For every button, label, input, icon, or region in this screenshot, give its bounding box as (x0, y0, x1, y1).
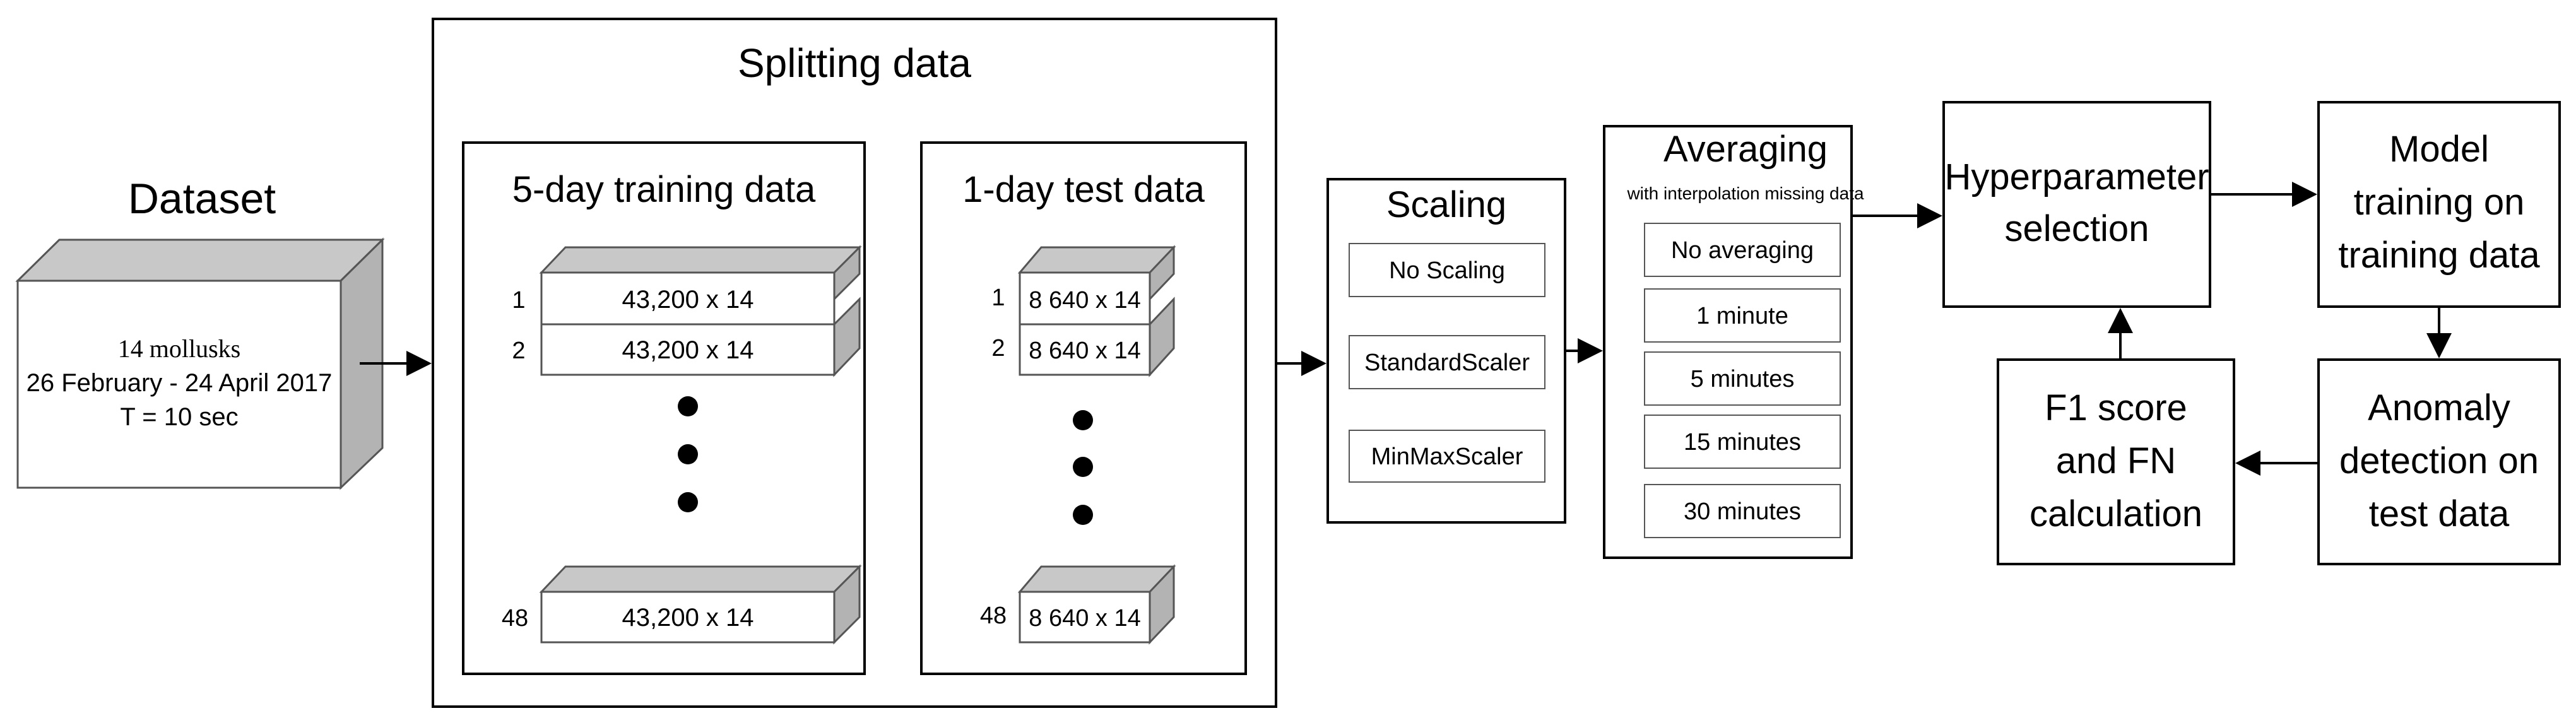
hyperparameter-line-2: selection (2005, 208, 2149, 249)
training-block-48-top (539, 565, 862, 593)
test-block-2-label: 8 640 x 14 (1029, 338, 1140, 364)
scaling-option-box-2 (1349, 335, 1545, 389)
hyperparameter-line-1: Hyperparameter (1944, 156, 2209, 197)
test-index-2: 2 (991, 335, 1005, 362)
test-data-panel: 1-day test data 8 640 x 14 1 8 640 x 14 … (920, 141, 1247, 675)
anomaly-line-1: Anomaly (2368, 387, 2510, 428)
averaging-option-box-4 (1644, 415, 1841, 469)
averaging-option-box-5 (1644, 484, 1841, 538)
test-block-2-side (1149, 297, 1175, 377)
dataset-line-3: T = 10 sec (120, 403, 238, 431)
training-block-1-top (539, 246, 862, 274)
scaling-option-standard: StandardScaler (1364, 350, 1530, 376)
averaging-title: Averaging (1663, 129, 1828, 170)
model-training-line-1: Model (2389, 129, 2489, 170)
f1-line-1: F1 score (2045, 387, 2187, 428)
test-ellipsis-dot-3 (1073, 505, 1093, 525)
averaging-option-1min: 1 minute (1696, 303, 1788, 329)
test-box (920, 141, 1247, 675)
training-ellipsis-dot-1 (678, 396, 698, 416)
model-training-line-3: training data (2338, 235, 2540, 276)
scaling-option-minmax: MinMaxScaler (1371, 444, 1523, 470)
anomaly-line-2: detection on (2339, 440, 2539, 481)
test-block-48-front (1019, 591, 1151, 644)
training-index-2: 2 (512, 338, 525, 364)
scaling-option-box-1 (1349, 243, 1545, 297)
training-ellipsis-dot-2 (678, 444, 698, 464)
test-block-48-top (1017, 565, 1176, 593)
training-block-1: 43,200 x 14 (539, 245, 862, 326)
test-ellipsis-dot-1 (1073, 410, 1093, 430)
connectors (360, 182, 2452, 476)
scaling-node: Scaling No Scaling StandardScaler MinMax… (1326, 178, 1566, 524)
hyperparameter-node: Hyperparameter selection (1942, 101, 2211, 308)
scaling-title: Scaling (1386, 184, 1506, 225)
test-block-2-front (1019, 323, 1151, 376)
dataset-line-2: 26 February - 24 April 2017 (27, 369, 333, 397)
training-index-48: 48 (502, 605, 528, 632)
hyperparameter-box (1942, 101, 2211, 308)
averaging-option-box-3 (1644, 351, 1841, 406)
dataset-cube (15, 237, 385, 490)
training-block-2-label: 43,200 x 14 (622, 336, 753, 364)
f1-box (1997, 358, 2235, 565)
training-block-48-front (540, 591, 836, 644)
test-block-1: 8 640 x 14 (1017, 245, 1176, 326)
test-block-1-front (1019, 271, 1151, 326)
anomaly-detection-node: Anomaly detection on test data (2317, 358, 2561, 565)
test-block-48: 8 640 x 14 (1017, 564, 1176, 645)
dataset-line-1: 14 mollusks (118, 334, 240, 363)
anomaly-line-3: test data (2369, 493, 2510, 534)
training-ellipsis-dot-3 (678, 492, 698, 512)
dataset-cube-top (15, 238, 385, 282)
model-training-line-2: training on (2354, 182, 2525, 223)
model-training-node: Model training on training data (2317, 101, 2561, 308)
averaging-option-box-1 (1644, 223, 1841, 277)
training-block-48: 43,200 x 14 (539, 564, 862, 645)
dataset-node: Dataset 14 mollusks 26 February - 24 Apr… (15, 175, 385, 490)
training-block-1-front (540, 271, 836, 326)
test-index-48: 48 (980, 603, 1007, 629)
training-block-1-label: 43,200 x 14 (622, 286, 753, 314)
splitting-title: Splitting data (738, 40, 971, 86)
scaling-option-box-3 (1349, 430, 1545, 483)
dataset-title: Dataset (128, 175, 276, 223)
test-title: 1-day test data (962, 169, 1205, 210)
averaging-box (1603, 125, 1853, 559)
training-index-1: 1 (512, 287, 525, 314)
averaging-subtitle: with interpolation missing data (1626, 184, 1864, 203)
test-block-1-label: 8 640 x 14 (1029, 287, 1140, 314)
averaging-option-5min: 5 minutes (1691, 366, 1795, 392)
test-index-1: 1 (991, 285, 1005, 311)
training-box (462, 141, 866, 675)
training-data-panel: 5-day training data 43,200 x 14 1 43,200… (462, 141, 866, 675)
scaling-option-no-scaling: No Scaling (1389, 257, 1505, 284)
training-block-2: 43,200 x 14 (540, 297, 861, 377)
averaging-option-box-2 (1644, 288, 1841, 343)
f1-calculation-node: F1 score and FN calculation (1997, 358, 2235, 565)
test-block-1-top (1017, 246, 1176, 274)
training-block-48-label: 43,200 x 14 (622, 604, 753, 632)
training-block-2-front (540, 323, 836, 376)
test-ellipsis-dot-2 (1073, 457, 1093, 477)
splitting-node: Splitting data 5-day training data 43,20… (432, 18, 1277, 708)
f1-line-3: calculation (2029, 493, 2202, 534)
test-block-48-label: 8 640 x 14 (1029, 605, 1140, 632)
averaging-node: Averaging with interpolation missing dat… (1603, 125, 1864, 559)
averaging-option-none: No averaging (1671, 237, 1814, 264)
training-block-2-side (833, 297, 861, 377)
averaging-option-15min: 15 minutes (1684, 429, 1801, 456)
averaging-option-30min: 30 minutes (1684, 498, 1801, 525)
dataset-cube-front (16, 280, 342, 489)
f1-line-2: and FN (2056, 440, 2176, 481)
test-block-2: 8 640 x 14 (1019, 297, 1175, 377)
training-title: 5-day training data (512, 169, 816, 210)
